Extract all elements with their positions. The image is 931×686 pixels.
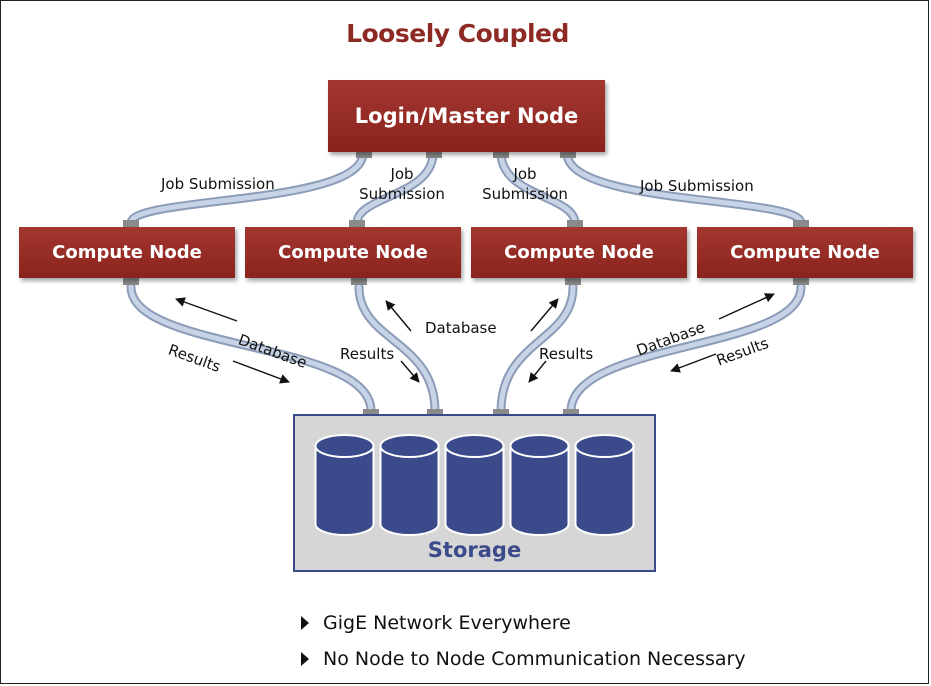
storage-label: Storage [427, 538, 522, 562]
arrow-database-3 [530, 298, 559, 332]
label-results-2: Results [340, 345, 395, 363]
arrow-results-1 [232, 360, 290, 384]
arrow-results-3 [528, 360, 547, 383]
compute-node-3: Compute Node [471, 227, 687, 278]
bullet-text: GigE Network Everywhere [323, 612, 571, 634]
storage-disks [314, 434, 635, 536]
compute-node-1: Compute Node [19, 227, 235, 278]
arrow-database-4 [718, 293, 775, 320]
label-job-word: Job [513, 165, 537, 183]
label-database-2: Database [425, 319, 497, 337]
label-results-3: Results [539, 345, 594, 363]
storage-disk-icon [314, 434, 375, 536]
arrow-results-2 [400, 360, 420, 383]
connector-ports [123, 150, 809, 417]
bullet-triangle-icon [301, 616, 309, 630]
storage-disk-icon [444, 434, 505, 536]
login-master-node: Login/Master Node [328, 80, 605, 152]
arrow-database-1 [175, 297, 238, 322]
label-job-submission-2: Job Submission [353, 164, 451, 204]
label-job-word: Job [390, 165, 414, 183]
storage-box: Storage [293, 414, 656, 572]
compute-node-2: Compute Node [245, 227, 461, 278]
bullet-item-2: No Node to Node Communication Necessary [301, 641, 746, 677]
storage-disk-icon [509, 434, 570, 536]
storage-disk-icon [379, 434, 440, 536]
arrow-database-2 [385, 300, 412, 332]
bullet-triangle-icon [301, 652, 309, 666]
bullet-item-1: GigE Network Everywhere [301, 605, 746, 641]
label-job-submission-1: Job Submission [161, 175, 275, 193]
bullet-text: No Node to Node Communication Necessary [323, 648, 746, 670]
storage-disk-icon [574, 434, 635, 536]
arrow-results-4 [670, 353, 717, 373]
bullet-list: GigE Network Everywhere No Node to Node … [301, 605, 746, 677]
compute-node-4: Compute Node [697, 227, 913, 278]
label-job-submission-3: Job Submission [476, 164, 574, 204]
label-job-submission-4: Job Submission [640, 177, 754, 195]
results-cables [126, 282, 806, 416]
label-submission-word: Submission [482, 185, 568, 203]
job-submission-cables [126, 148, 806, 228]
diagram-title: Loosely Coupled [346, 19, 569, 48]
label-submission-word: Submission [359, 185, 445, 203]
flow-arrows [175, 293, 775, 384]
